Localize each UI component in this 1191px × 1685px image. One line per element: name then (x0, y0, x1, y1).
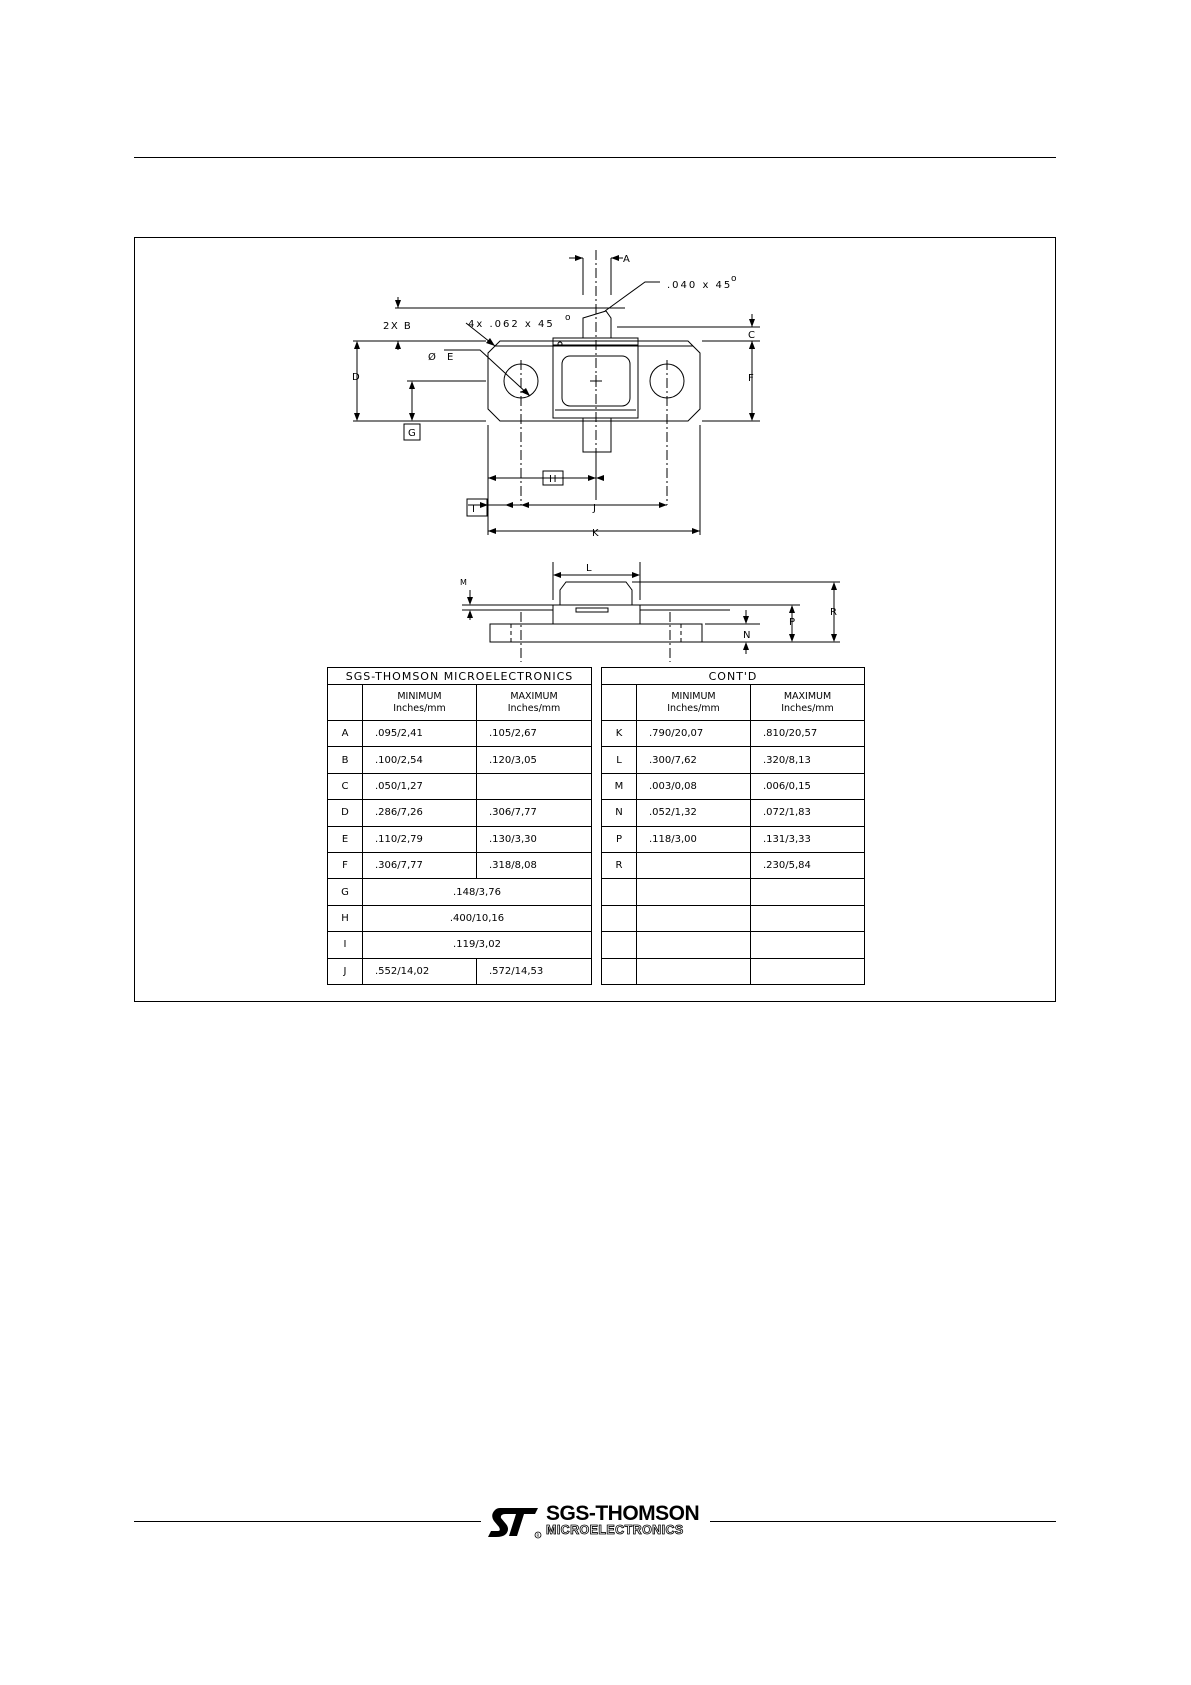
table-row: K.790/20,07.810/20,57 (601, 719, 866, 748)
table-row: J.552/14,02.572/14,53 (327, 957, 593, 985)
table-row: L.300/7,62.320/8,13 (601, 746, 866, 774)
table-row: E.110/2,79.130/3,30 (327, 825, 593, 853)
table-left-title: SGS-THOMSON MICROELECTRONICS (326, 667, 593, 685)
header-rule (134, 157, 1056, 158)
table-row (601, 931, 866, 959)
label-J: J (592, 503, 596, 514)
table-row: N.052/1,32.072/1,83 (601, 799, 866, 827)
logo-text-sgs-thomson: SGS-THOMSON (546, 1502, 700, 1525)
table-row: F.306/7,77.318/8,08 (327, 851, 593, 880)
footer-rule-right (710, 1521, 1056, 1522)
top-lead (582, 310, 612, 338)
table-row: B.100/2,54.120/3,05 (327, 746, 593, 774)
label-P: P (789, 617, 795, 628)
table-row: D.286/7,26.306/7,77 (327, 799, 593, 827)
label-F: F (748, 373, 754, 384)
table-row: R.230/5,84 (601, 851, 866, 880)
table-row (601, 904, 866, 933)
footer-rule-left (134, 1521, 481, 1522)
label-C: C (748, 330, 755, 341)
label-H: H (549, 474, 557, 485)
flange-outline (487, 340, 701, 422)
label-dia-E: Ø E (428, 351, 457, 363)
label-deg-1: o (731, 274, 737, 284)
label-M: M (460, 578, 467, 587)
label-N: N (743, 630, 750, 641)
label-2xB: 2X B (383, 321, 412, 332)
logo-text-microelectronics: MICROELECTRONICS (546, 1523, 684, 1538)
label-G: G (408, 428, 416, 439)
package-outline-frame (134, 237, 1056, 1002)
label-K: K (592, 528, 599, 539)
table-row: C.050/1,27 (327, 772, 593, 801)
company-logo: R SGS-THOMSON MICROELECTRONICS (486, 1502, 706, 1542)
table-row: G.148/3,76 (327, 878, 593, 906)
table-row: P.118/3,00.131/3,33 (601, 825, 866, 853)
table-row: M.003/0,08.006/0,15 (601, 772, 866, 801)
table-right-title: CONT'D (600, 667, 866, 685)
label-angle-040: .040 x 45 (667, 280, 732, 291)
label-A: A (623, 254, 630, 265)
table-row: H.400/10,16 (327, 904, 593, 933)
bottom-lead (582, 417, 612, 453)
label-R: R (830, 607, 837, 618)
table-row: I.119/3,02 (327, 931, 593, 959)
label-deg-2: o (565, 313, 571, 323)
table-row (601, 957, 866, 985)
label-4x: 4x .062 x 45 (468, 319, 555, 330)
label-I: I (472, 504, 475, 515)
label-D: D (352, 372, 360, 383)
cap-outline (561, 355, 631, 407)
svg-text:R: R (537, 1533, 540, 1538)
st-logo-icon: R (488, 1508, 542, 1539)
label-L: L (586, 563, 592, 574)
table-row: A.095/2,41.105/2,67 (327, 719, 593, 748)
table-row (601, 878, 866, 906)
